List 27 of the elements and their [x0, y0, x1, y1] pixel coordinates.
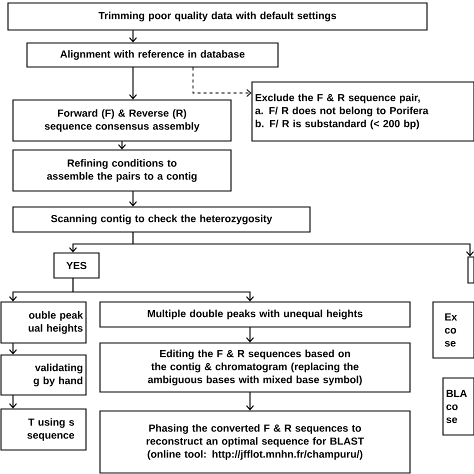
arrow: [129, 68, 137, 100]
arrow: [132, 232, 474, 256]
process-box: ouble peak ual heights: [0, 301, 87, 344]
process-box: Editing the F & R sequences based on the contig & chromatogram (replacing the ambiguous bases with mixed base symbol): [99, 342, 411, 393]
process-box: Refining conditions to assemble the pairs to a contig: [12, 149, 232, 192]
exclusion-box: Exclude the F & R sequence pair, a. F/ R does not belong to Porifera b. F/ R is substandard (< 200 bp): [251, 81, 474, 142]
arrow: [246, 328, 254, 342]
arrow: [246, 392, 254, 410]
process-box: Alignment with reference in database: [26, 42, 279, 68]
process-box: Scanning contig to check the heterozygosity: [12, 206, 311, 233]
decision-box: [467, 256, 474, 284]
arrow: [9, 396, 17, 408]
process-box: Ex co se: [432, 301, 474, 359]
arrow: [72, 278, 254, 302]
arrow: [118, 142, 126, 150]
arrow: [129, 192, 137, 206]
process-box: Multiple double peaks with unequal heights: [99, 301, 411, 328]
arrow: [129, 30, 137, 42]
process-box: BLA co se: [442, 377, 474, 436]
arrow: [9, 344, 17, 354]
process-box: T using s sequence: [0, 408, 87, 451]
process-box: Forward (F) & Reverse (R) sequence consensus assembly: [12, 99, 232, 142]
process-box: validating g by hand: [0, 354, 87, 396]
decision-box: YES: [53, 252, 100, 279]
arrow: [192, 67, 252, 97]
process-box: Trimming poor quality data with default settings: [7, 2, 428, 31]
process-box: Phasing the converted F & R sequences to reconstruct an optimal sequence for BLAST (online tool: http://jfflot.mnhn.fr/champuru/): [99, 410, 411, 474]
